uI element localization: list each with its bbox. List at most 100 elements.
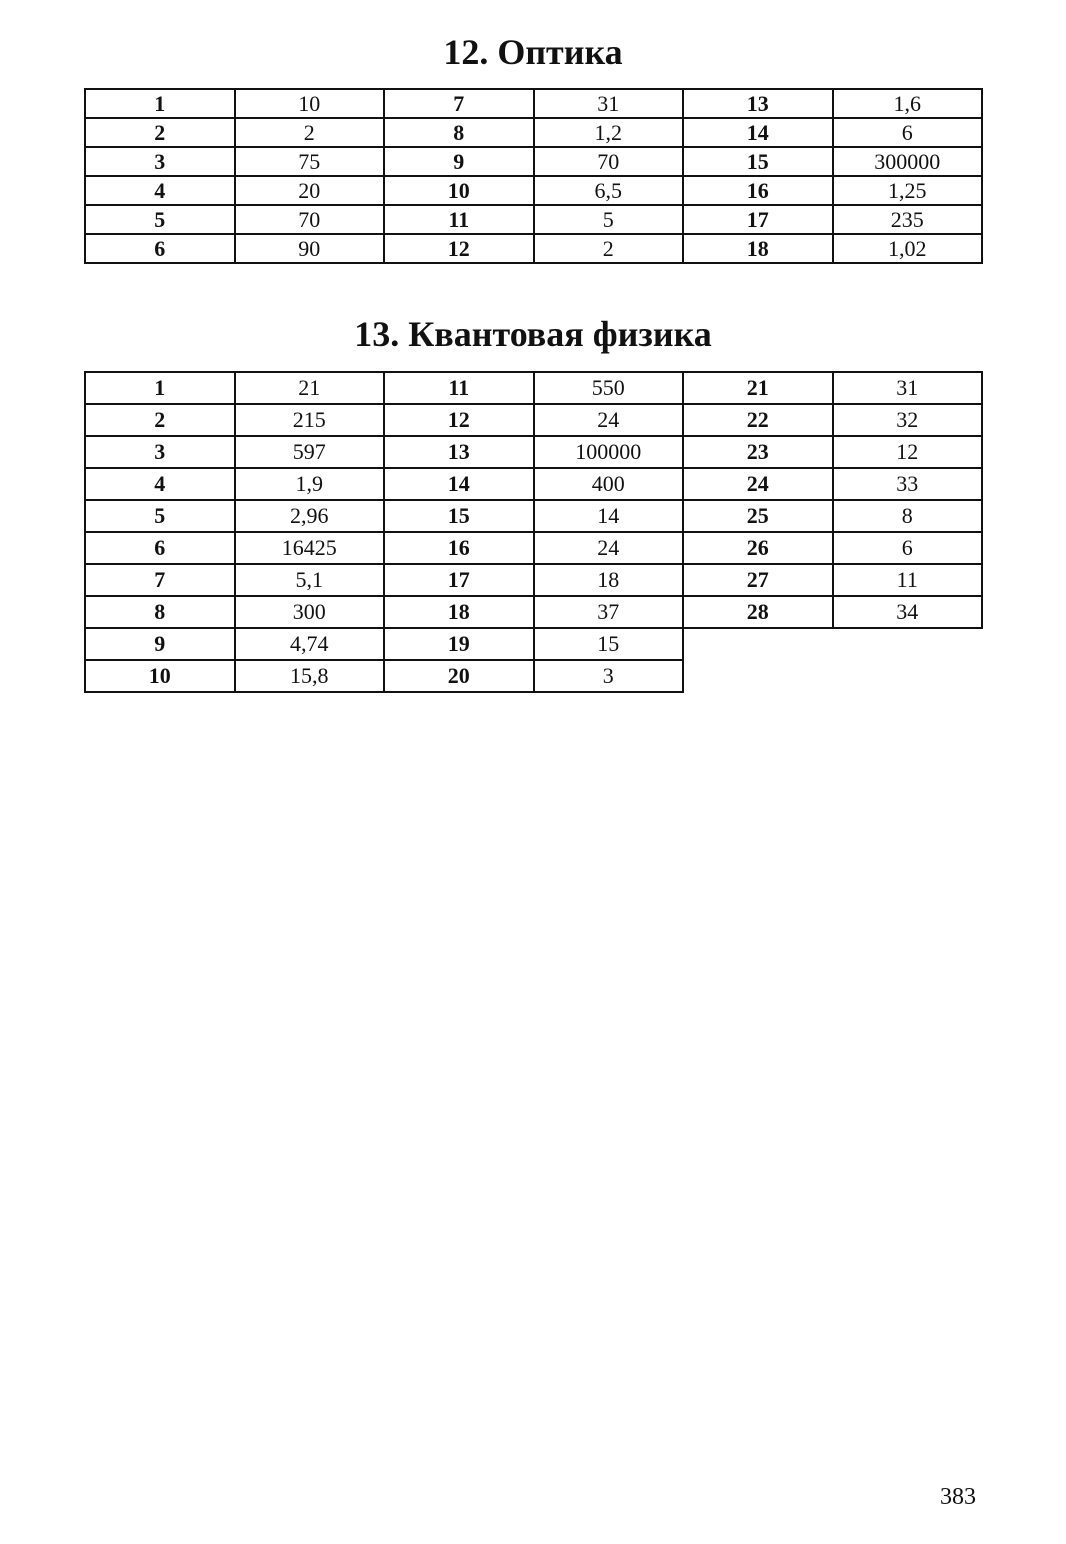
answer-value: 70 — [532, 146, 684, 177]
answer-value: 1,25 — [831, 175, 983, 206]
question-number: 3 — [84, 435, 236, 469]
answer-value: 235 — [831, 204, 983, 235]
answer-value: 300 — [233, 595, 385, 629]
answer-value: 21 — [233, 371, 385, 405]
question-number: 5 — [84, 499, 236, 533]
answer-value: 5 — [532, 204, 684, 235]
answer-value: 24 — [532, 403, 684, 437]
answer-value: 33 — [831, 467, 983, 501]
answer-value: 6 — [831, 531, 983, 565]
question-number: 10 — [383, 175, 535, 206]
answer-value: 18 — [532, 563, 684, 597]
question-number: 14 — [383, 467, 535, 501]
question-number: 11 — [383, 204, 535, 235]
answer-value: 550 — [532, 371, 684, 405]
question-number: 1 — [84, 371, 236, 405]
answer-value: 400 — [532, 467, 684, 501]
answer-value: 11 — [831, 563, 983, 597]
answer-value: 2 — [532, 233, 684, 264]
answer-value: 4,74 — [233, 627, 385, 661]
question-number: 7 — [383, 88, 535, 119]
answer-value: 1,2 — [532, 117, 684, 148]
answer-value: 31 — [831, 371, 983, 405]
question-number: 10 — [84, 659, 236, 693]
answer-value: 597 — [233, 435, 385, 469]
answer-value: 300000 — [831, 146, 983, 177]
question-number: 6 — [84, 531, 236, 565]
empty-cell — [683, 660, 833, 692]
question-number: 17 — [383, 563, 535, 597]
empty-cell — [683, 628, 833, 660]
question-number: 16 — [682, 175, 834, 206]
answer-value: 6,5 — [532, 175, 684, 206]
answer-value: 90 — [233, 233, 385, 264]
question-number: 8 — [383, 117, 535, 148]
question-number: 27 — [682, 563, 834, 597]
answer-value: 2,96 — [233, 499, 385, 533]
question-number: 2 — [84, 403, 236, 437]
answer-value: 8 — [831, 499, 983, 533]
answer-value: 15,8 — [233, 659, 385, 693]
section-title-quantum-physics: 13. Квантовая физика — [354, 314, 712, 354]
answer-value: 6 — [831, 117, 983, 148]
answer-value: 75 — [233, 146, 385, 177]
answer-value: 5,1 — [233, 563, 385, 597]
answer-value: 3 — [532, 659, 684, 693]
answer-value: 16425 — [233, 531, 385, 565]
question-number: 11 — [383, 371, 535, 405]
question-number: 23 — [682, 435, 834, 469]
question-number: 13 — [682, 88, 834, 119]
page-number: 383 — [940, 1484, 976, 1510]
answer-value: 32 — [831, 403, 983, 437]
question-number: 16 — [383, 531, 535, 565]
answer-value: 2 — [233, 117, 385, 148]
question-number: 13 — [383, 435, 535, 469]
question-number: 17 — [682, 204, 834, 235]
answer-value: 100000 — [532, 435, 684, 469]
question-number: 9 — [383, 146, 535, 177]
answer-value: 24 — [532, 531, 684, 565]
question-number: 4 — [84, 467, 236, 501]
question-number: 2 — [84, 117, 236, 148]
question-number: 15 — [682, 146, 834, 177]
question-number: 15 — [383, 499, 535, 533]
question-number: 9 — [84, 627, 236, 661]
question-number: 20 — [383, 659, 535, 693]
question-number: 25 — [682, 499, 834, 533]
question-number: 8 — [84, 595, 236, 629]
answer-value: 37 — [532, 595, 684, 629]
question-number: 22 — [682, 403, 834, 437]
question-number: 12 — [383, 233, 535, 264]
answer-value: 14 — [532, 499, 684, 533]
answer-value: 1,02 — [831, 233, 983, 264]
answer-value: 12 — [831, 435, 983, 469]
question-number: 3 — [84, 146, 236, 177]
question-number: 18 — [383, 595, 535, 629]
question-number: 24 — [682, 467, 834, 501]
answer-value: 31 — [532, 88, 684, 119]
question-number: 7 — [84, 563, 236, 597]
answer-value: 10 — [233, 88, 385, 119]
question-number: 28 — [682, 595, 834, 629]
question-number: 4 — [84, 175, 236, 206]
question-number: 19 — [383, 627, 535, 661]
answer-value: 215 — [233, 403, 385, 437]
question-number: 6 — [84, 233, 236, 264]
question-number: 5 — [84, 204, 236, 235]
